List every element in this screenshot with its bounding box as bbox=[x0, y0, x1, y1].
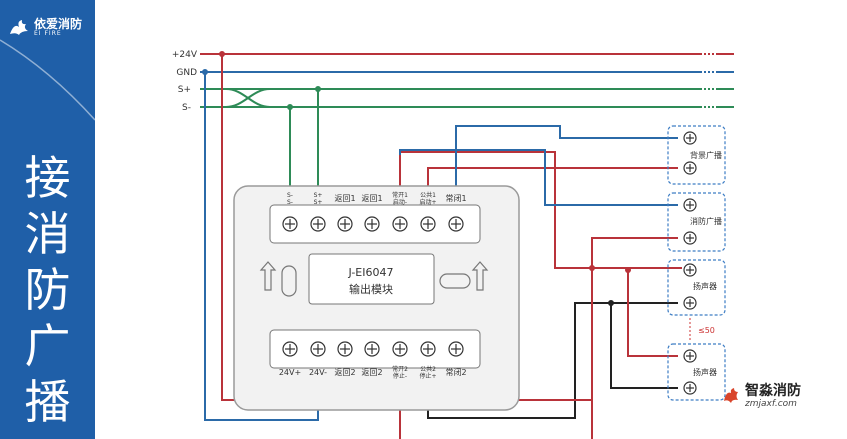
up-arrow-icon bbox=[259, 261, 277, 291]
distance-label: ≤50 bbox=[698, 326, 715, 335]
terminal-screw-icon bbox=[448, 341, 464, 357]
terminal-label-line1: 常开1 bbox=[392, 191, 408, 199]
terminal-label-line1: S- bbox=[287, 192, 293, 199]
bus-label-gnd: GND bbox=[176, 68, 197, 78]
top-terminal-screws bbox=[282, 216, 464, 232]
up-arrow-icon bbox=[471, 261, 489, 291]
terminal-screw-icon bbox=[364, 341, 380, 357]
terminal-label-line1: 常开2 bbox=[392, 365, 408, 373]
terminal-label: 返回2 bbox=[334, 368, 355, 377]
watermark-name: 智淼消防 bbox=[745, 383, 801, 399]
module-model: J-EI6047 bbox=[347, 266, 393, 279]
bus-label-s-plus: S+ bbox=[178, 85, 191, 95]
title-char: 防 bbox=[24, 263, 71, 317]
terminal-label: S+S+ bbox=[314, 192, 323, 206]
terminal-label-line1: 公共2 bbox=[420, 365, 436, 373]
terminal-label-line2: 停止- bbox=[393, 372, 407, 380]
brand-sub: EI FIRE bbox=[34, 30, 62, 37]
brand-name: 依爱消防 bbox=[34, 17, 83, 31]
watermark: 智淼消防 zmjaxf.com bbox=[722, 383, 801, 409]
watermark-logo-icon bbox=[724, 388, 738, 403]
sidebar-title: 接 消 防 广 播 bbox=[0, 150, 95, 430]
bus-label-24v: +24V bbox=[172, 50, 198, 60]
terminal-screw-icon bbox=[337, 341, 353, 357]
mount-slot-left bbox=[281, 265, 297, 297]
sidebar: 依爱消防 EI FIRE 接 消 防 广 播 bbox=[0, 0, 95, 439]
device-speaker-1 bbox=[667, 259, 726, 316]
title-char: 广 bbox=[24, 319, 71, 373]
device-terminal-screw-icon bbox=[683, 349, 697, 363]
flame-logo-icon bbox=[10, 20, 28, 35]
bus-lines bbox=[200, 53, 734, 108]
terminal-label: 24V- bbox=[309, 368, 327, 377]
terminal-screw-icon bbox=[310, 216, 326, 232]
brand-logo: 依爱消防 EI FIRE bbox=[8, 18, 82, 38]
terminal-label-line2: 启动+ bbox=[419, 198, 436, 206]
terminal-label: 常闭1 bbox=[445, 194, 466, 203]
output-wires bbox=[399, 125, 682, 439]
terminal-screw-icon bbox=[364, 216, 380, 232]
terminal-label: 24V+ bbox=[279, 368, 301, 377]
device-terminal-screw-icon bbox=[683, 263, 697, 277]
title-char: 消 bbox=[24, 207, 71, 261]
terminal-screw-icon bbox=[420, 216, 436, 232]
device-terminal-screw-icon bbox=[683, 131, 697, 145]
terminal-label: 返回1 bbox=[334, 194, 355, 203]
terminal-label-line1: S+ bbox=[314, 192, 323, 199]
terminal-label-line2: 启动- bbox=[393, 198, 407, 206]
output-junctions bbox=[589, 265, 631, 306]
wiring-diagram: +24V GND S+ S- bbox=[172, 50, 734, 439]
terminal-label: 返回1 bbox=[361, 194, 382, 203]
label-speaker-2: 扬声器 bbox=[693, 367, 717, 377]
terminal-screw-icon bbox=[448, 216, 464, 232]
device-terminal-screw-icon bbox=[683, 198, 697, 212]
terminal-label-line2: S+ bbox=[314, 199, 323, 206]
title-char: 接 bbox=[24, 151, 71, 205]
output-module: J-EI6047 输出模块 bbox=[233, 185, 520, 411]
label-bg-broadcast: 背景广播 bbox=[690, 150, 722, 160]
sidebar-arc-decoration bbox=[0, 39, 95, 121]
device-terminal-screw-icon bbox=[683, 161, 697, 175]
label-fire-broadcast: 消防广播 bbox=[690, 216, 722, 226]
device-terminal-screw-icon bbox=[683, 231, 697, 245]
device-terminal-screw-icon bbox=[683, 296, 697, 310]
watermark-url: zmjaxf.com bbox=[745, 399, 797, 409]
bus-label-s-minus: S- bbox=[182, 103, 191, 113]
terminal-screw-icon bbox=[282, 216, 298, 232]
terminal-screw-icon bbox=[420, 341, 436, 357]
mount-slot-right bbox=[439, 273, 471, 289]
junction-dots bbox=[202, 51, 321, 110]
terminal-screw-icon bbox=[310, 341, 326, 357]
terminal-label: S-S- bbox=[287, 192, 293, 206]
terminal-screw-icon bbox=[337, 216, 353, 232]
terminal-label-line2: 停止+ bbox=[419, 372, 436, 380]
terminal-label-line2: S- bbox=[287, 199, 293, 206]
title-char: 播 bbox=[24, 375, 71, 429]
device-terminal-screw-icon bbox=[683, 381, 697, 395]
terminal-label: 返回2 bbox=[361, 368, 382, 377]
label-speaker-1: 扬声器 bbox=[693, 281, 717, 291]
device-speaker-2 bbox=[667, 343, 726, 401]
terminal-label: 常闭2 bbox=[445, 368, 466, 377]
terminal-label-line1: 公共1 bbox=[420, 191, 436, 199]
bottom-terminal-screws bbox=[282, 341, 464, 357]
terminal-screw-icon bbox=[392, 341, 408, 357]
module-name: 输出模块 bbox=[349, 282, 393, 296]
terminal-screw-icon bbox=[392, 216, 408, 232]
module-label-panel bbox=[308, 253, 435, 305]
terminal-screw-icon bbox=[282, 341, 298, 357]
